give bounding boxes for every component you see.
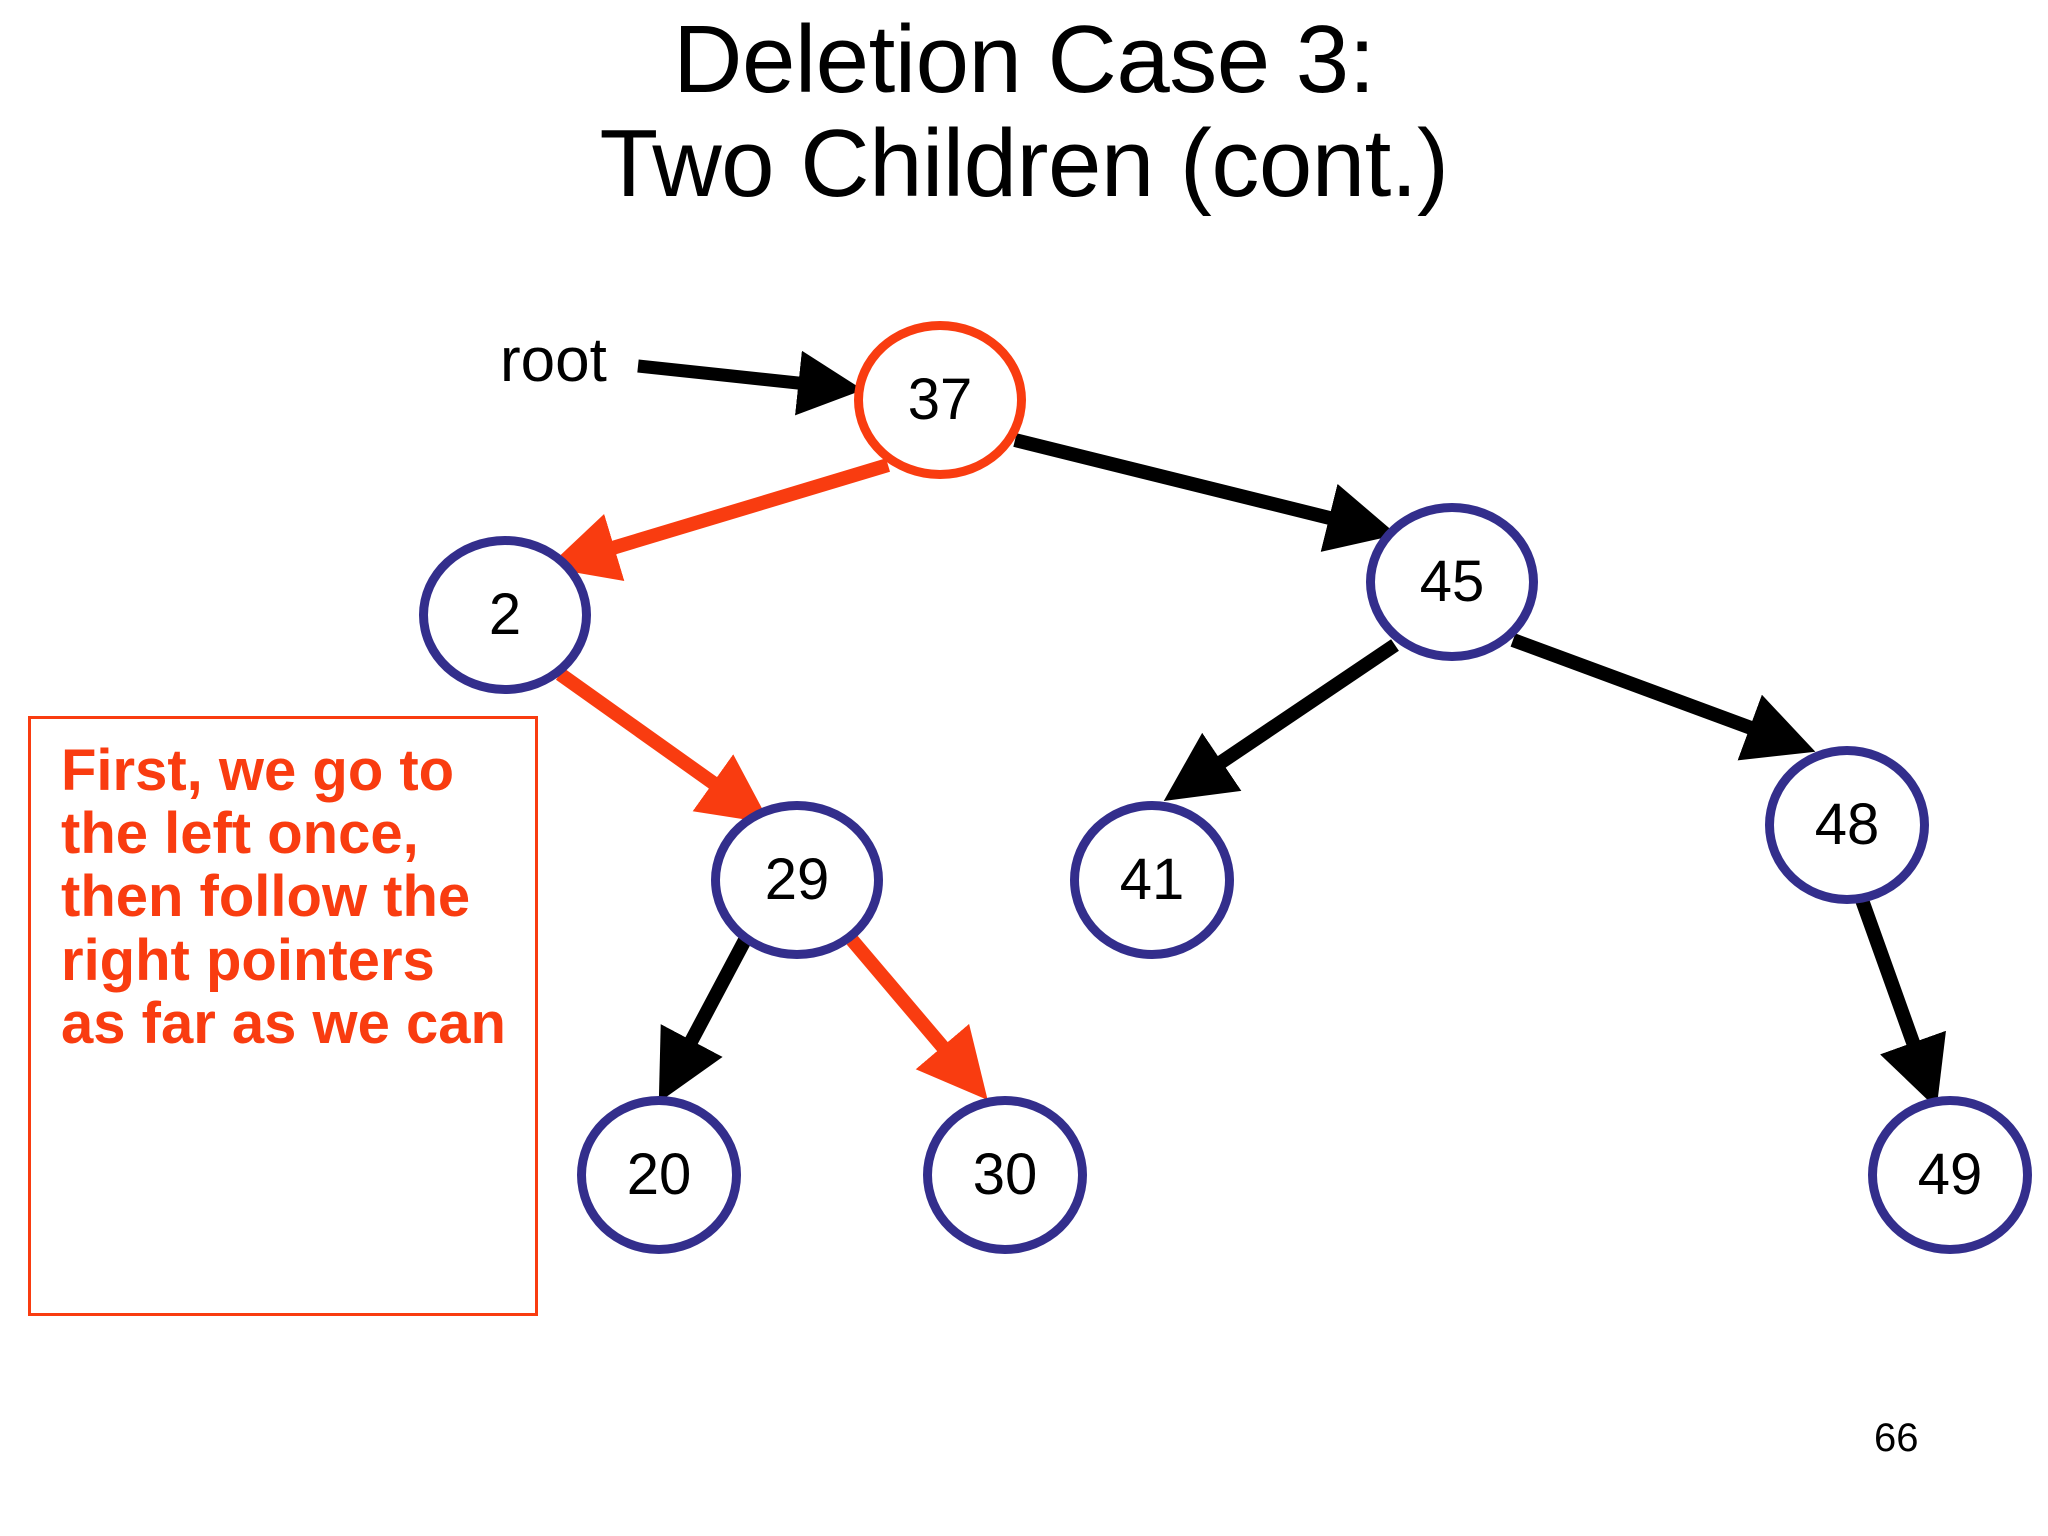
edge-2-to-29 <box>555 668 770 824</box>
tree-node-29-value: 29 <box>764 847 830 912</box>
edge-45-to-48 <box>1510 633 1816 761</box>
tree-node-20[interactable]: 20 <box>577 1096 741 1254</box>
tree-node-48-value: 48 <box>1814 792 1880 857</box>
tree-node-30[interactable]: 30 <box>923 1096 1087 1254</box>
tree-node-20-value: 20 <box>626 1142 692 1207</box>
tree-node-49[interactable]: 49 <box>1868 1096 2032 1254</box>
edge-48-to-49 <box>1855 897 1946 1109</box>
tree-node-29[interactable]: 29 <box>711 801 883 959</box>
tree-node-48[interactable]: 48 <box>1765 746 1929 904</box>
root-pointer-label: root <box>500 326 607 395</box>
tree-node-2[interactable]: 2 <box>419 536 591 694</box>
edge-37-to-2 <box>547 458 891 581</box>
tree-node-37[interactable]: 37 <box>854 321 1026 479</box>
page-number: 66 <box>1874 1416 1919 1460</box>
edge-29-to-20 <box>658 936 752 1103</box>
tree-node-41[interactable]: 41 <box>1070 801 1234 959</box>
tree-node-2-value: 2 <box>488 582 522 647</box>
title-line-1: Deletion Case 3: <box>673 6 1375 113</box>
tree-node-45-value: 45 <box>1419 549 1485 614</box>
edge-37-to-45 <box>1013 433 1398 552</box>
page-title: Deletion Case 3: Two Children (cont.) <box>0 8 2048 215</box>
tree-node-37-value: 37 <box>907 367 973 432</box>
tree-node-49-value: 49 <box>1917 1142 1983 1207</box>
callout-text: First, we go to the left once, then foll… <box>61 738 506 1056</box>
edge-root-pointer <box>637 350 864 416</box>
callout-box: First, we go to the left once, then foll… <box>28 716 538 1316</box>
title-line-2: Two Children (cont.) <box>599 109 1449 217</box>
tree-node-41-value: 41 <box>1119 847 1185 912</box>
edge-29-to-30 <box>846 935 988 1100</box>
edge-45-to-41 <box>1163 639 1399 801</box>
tree-node-30-value: 30 <box>972 1142 1038 1207</box>
tree-node-45[interactable]: 45 <box>1366 503 1538 661</box>
